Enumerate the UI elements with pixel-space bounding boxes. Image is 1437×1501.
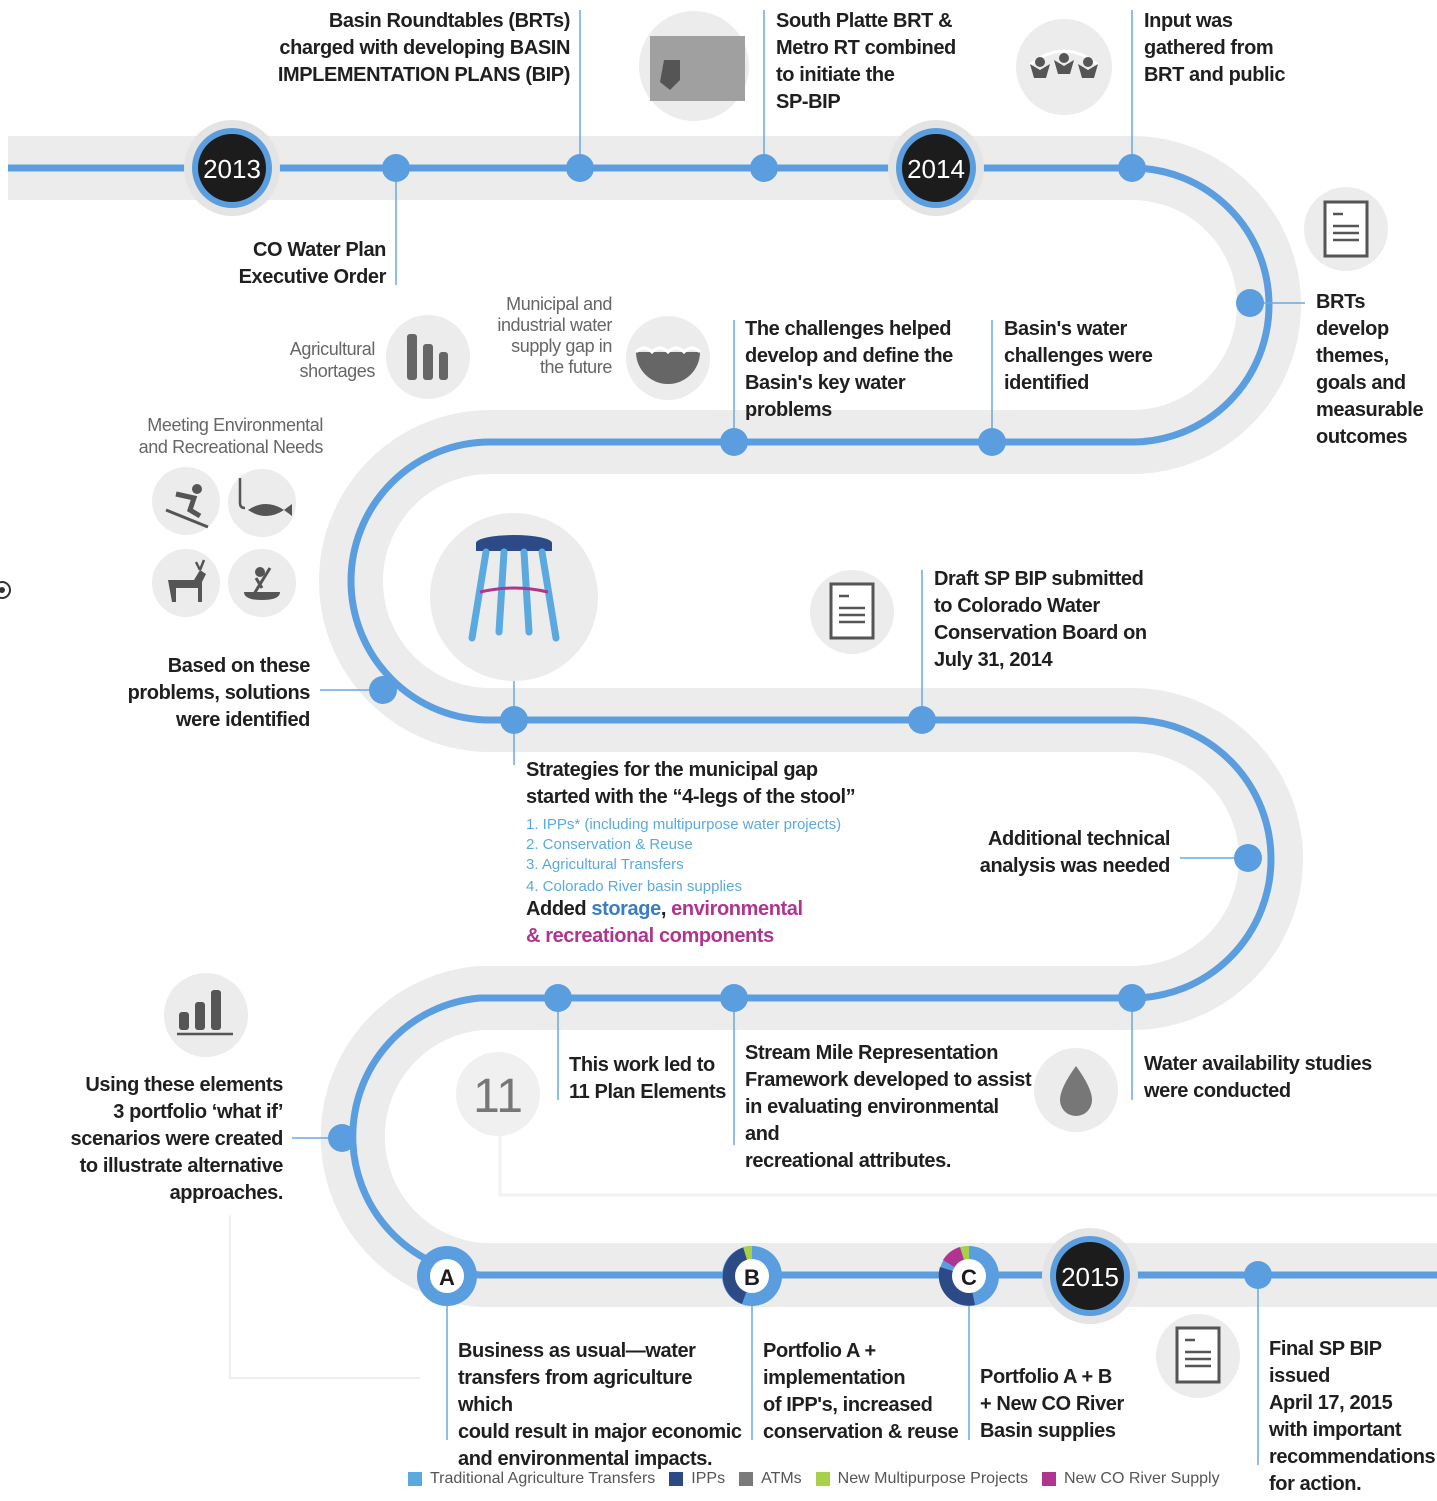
year-badge-2013: 2013: [184, 120, 280, 216]
portfolio-badge-b: B: [722, 1245, 782, 1306]
strategy-list: 1. IPPs* (including multipurpose water p…: [526, 815, 866, 897]
svg-text:B: B: [744, 1265, 760, 1290]
strategy-item: 4. Colorado River basin supplies: [526, 878, 742, 895]
document-icon: [1304, 187, 1388, 271]
year-badge-2014: 2014: [888, 120, 984, 216]
rafting-icon: [228, 549, 296, 617]
track-line: [8, 164, 1437, 1279]
legend-label: New CO River Supply: [1063, 1470, 1220, 1487]
milestone-dot: [566, 154, 594, 182]
water-basin-icon: [626, 316, 710, 400]
document-icon: [810, 570, 894, 654]
plan-elements-icon: 11: [456, 1052, 540, 1136]
deer-icon: [152, 549, 220, 617]
portfolio-legend: Traditional Agriculture Transfers IPPs A…: [408, 1470, 1220, 1488]
milestone-dot: [1234, 844, 1262, 872]
fishing-icon: [228, 469, 296, 537]
milestone-brt-charged: Basin Roundtables (BRTs)charged with dev…: [277, 10, 571, 86]
registration-mark-icon: [0, 581, 11, 599]
milestone-dot: [544, 984, 572, 1012]
milestone-dot: [978, 428, 1006, 456]
milestone-dot: [500, 706, 528, 734]
strategy-item: 3. Agricultural Transfers: [526, 856, 684, 873]
svg-text:C: C: [961, 1265, 977, 1290]
legend-swatch: [669, 1472, 684, 1486]
wheat-icon: [386, 315, 470, 399]
svg-text:A: A: [439, 1265, 455, 1290]
svg-text:2013: 2013: [203, 154, 261, 184]
legend-swatch: [739, 1472, 754, 1486]
stool-icon: [430, 513, 598, 681]
water-drop-icon: [1034, 1048, 1118, 1132]
legend-label: IPPs: [691, 1470, 726, 1487]
colorado-map-icon: [639, 11, 749, 121]
legend-swatch: [408, 1472, 422, 1486]
portfolio-badge-c: C: [938, 1245, 999, 1306]
milestone-dot: [720, 984, 748, 1012]
strategy-item: 1. IPPs* (including multipurpose water p…: [526, 816, 842, 833]
legend-label: Traditional Agriculture Transfers: [430, 1470, 656, 1487]
milestone-dot: [1118, 154, 1146, 182]
milestone-dot: [1244, 1261, 1272, 1289]
milestone-dot: [720, 428, 748, 456]
legend-label: ATMs: [761, 1470, 802, 1487]
year-badge-2015: 2015: [1042, 1228, 1138, 1324]
milestone-dot: [750, 154, 778, 182]
document-icon: [1156, 1314, 1240, 1398]
added-components: Added storage, environmental & recreatio…: [526, 898, 803, 947]
portfolio-badge-a: A: [417, 1246, 477, 1306]
legend-swatch: [815, 1472, 830, 1486]
strategy-item: 2. Conservation & Reuse: [526, 836, 693, 853]
legend-swatch: [1041, 1472, 1056, 1486]
bar-chart-icon: [164, 973, 248, 1057]
skier-icon: [152, 467, 220, 535]
svg-text:2014: 2014: [907, 154, 965, 184]
legend-label: New Multipurpose Projects: [837, 1470, 1028, 1487]
milestone-dot: [328, 1124, 356, 1152]
community-icon: [1016, 19, 1112, 115]
svg-text:11: 11: [473, 1070, 523, 1123]
svg-text:2015: 2015: [1061, 1262, 1119, 1292]
milestone-dot: [1118, 984, 1146, 1012]
milestone-dot: [369, 676, 397, 704]
milestone-dot: [382, 154, 410, 182]
milestone-dot: [1236, 289, 1264, 317]
milestone-dot: [908, 706, 936, 734]
